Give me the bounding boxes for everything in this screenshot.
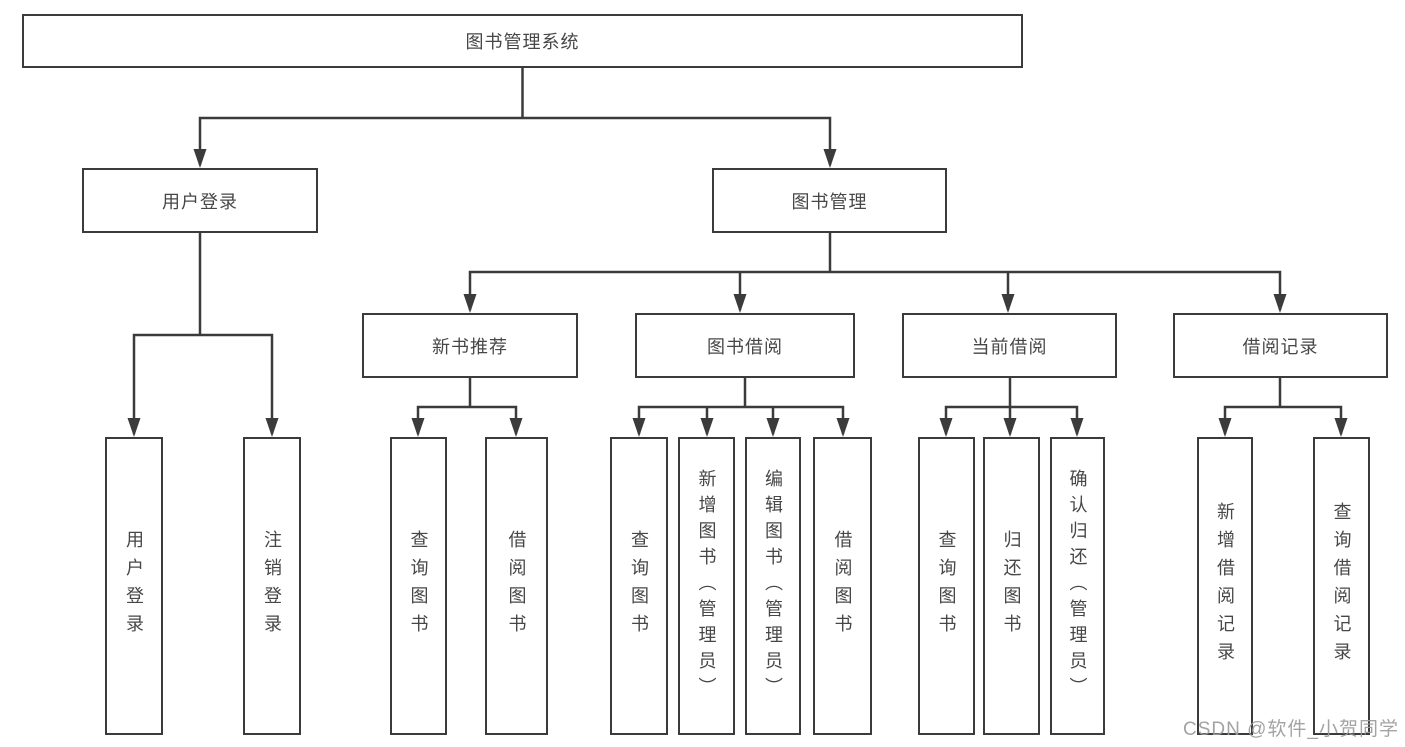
leaf-query-books-borrow: 查询图书 bbox=[610, 437, 668, 735]
csdn-watermark: CSDN @软件_小贺同学 bbox=[1183, 719, 1399, 740]
leaf-confirm-return-admin: 确认归还（管理员） bbox=[1050, 437, 1105, 735]
leaf-logout: 注销登录 bbox=[243, 437, 301, 735]
leaf-query-borrow-record: 查询借阅记录 bbox=[1313, 437, 1370, 735]
node-root-system: 图书管理系统 bbox=[22, 14, 1023, 68]
node-user-login: 用户登录 bbox=[82, 168, 318, 233]
leaf-edit-book-admin: 编辑图书（管理员） bbox=[745, 437, 801, 735]
node-borrow-records: 借阅记录 bbox=[1173, 313, 1388, 378]
node-book-management: 图书管理 bbox=[712, 168, 947, 233]
connector-paths bbox=[132, 68, 1343, 434]
node-book-borrow: 图书借阅 bbox=[635, 313, 855, 378]
leaf-borrow-book: 借阅图书 bbox=[813, 437, 872, 735]
leaf-query-books-recommend: 查询图书 bbox=[390, 437, 447, 735]
node-new-book-recommend: 新书推荐 bbox=[362, 313, 578, 378]
leaf-user-login: 用户登录 bbox=[105, 437, 163, 735]
leaf-borrow-books-recommend: 借阅图书 bbox=[485, 437, 548, 735]
node-current-borrow: 当前借阅 bbox=[902, 313, 1117, 378]
leaf-query-books-current: 查询图书 bbox=[918, 437, 975, 735]
leaf-add-borrow-record: 新增借阅记录 bbox=[1197, 437, 1253, 735]
arrowheads bbox=[127, 149, 1348, 437]
leaf-add-book-admin: 新增图书（管理员） bbox=[678, 437, 735, 735]
leaf-return-book: 归还图书 bbox=[983, 437, 1040, 735]
